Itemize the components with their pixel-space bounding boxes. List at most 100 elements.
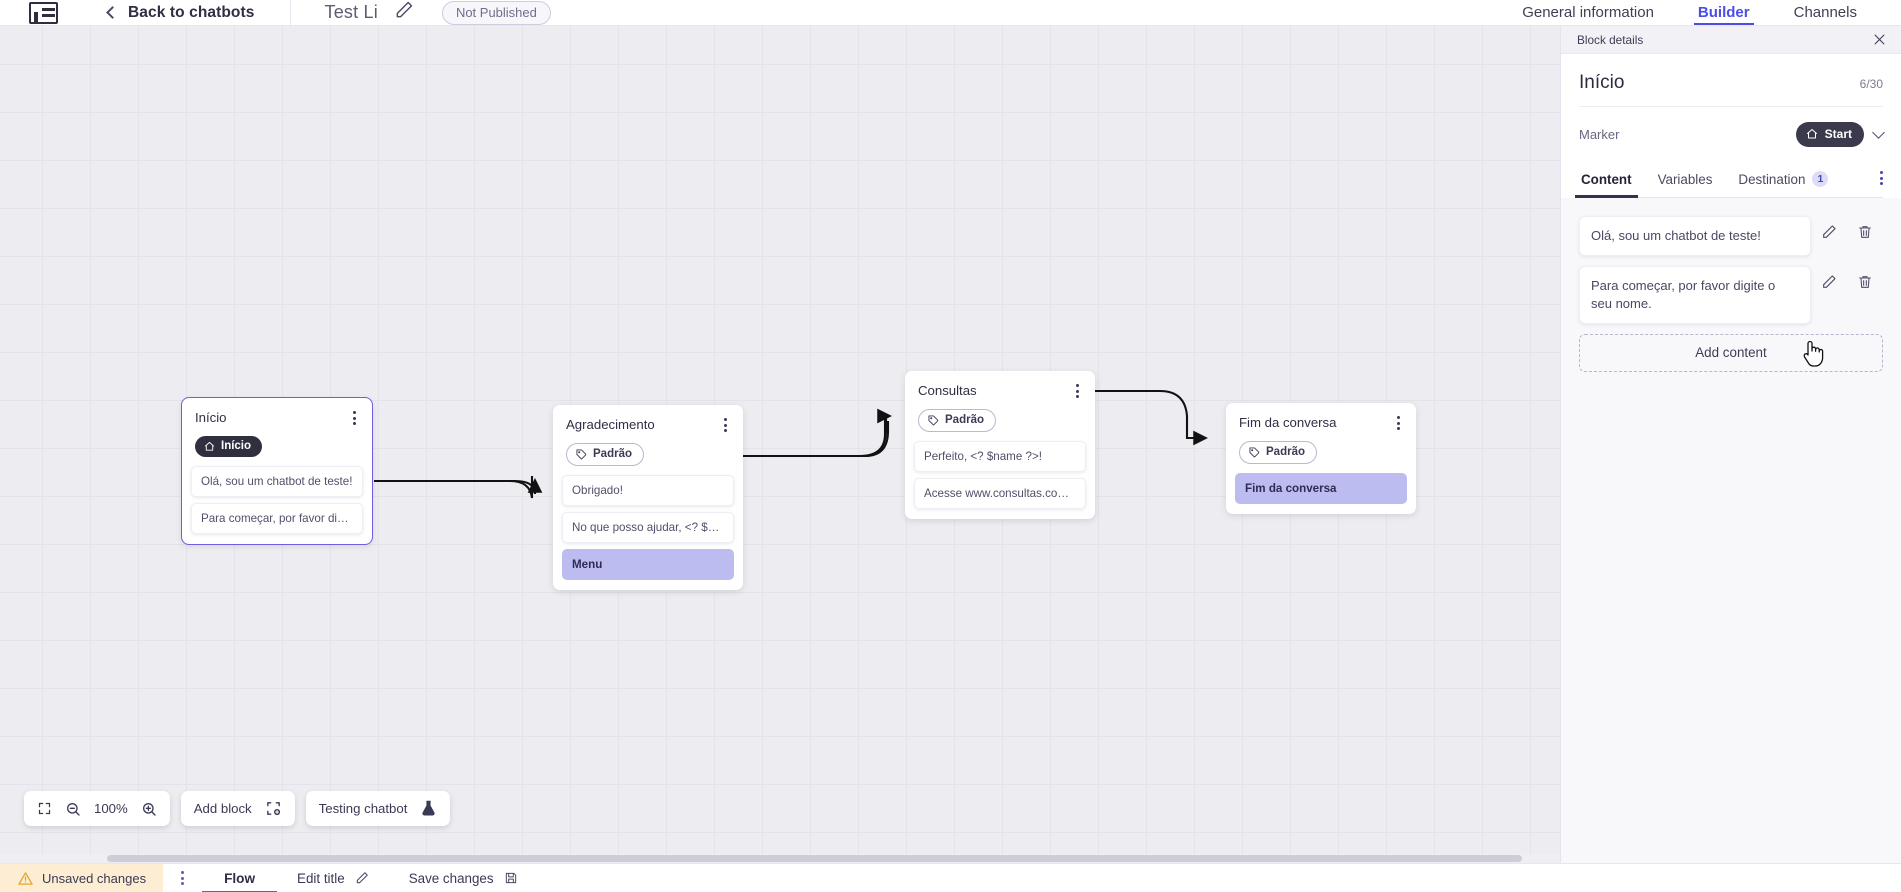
tab-content[interactable]: Content [1575, 162, 1638, 198]
content-list-item: Olá, sou um chatbot de teste! [1579, 216, 1883, 256]
pencil-icon [356, 872, 368, 884]
node-title: Fim da conversa [1239, 415, 1337, 430]
node-menu-icon[interactable] [721, 416, 730, 434]
unsaved-changes-indicator: Unsaved changes [0, 864, 164, 892]
chevron-left-icon [106, 5, 119, 19]
close-icon[interactable] [1872, 32, 1887, 47]
node-badge-row: Padrão [566, 443, 730, 466]
status-tab-flow[interactable]: Flow [202, 864, 278, 892]
save-changes-label: Save changes [408, 870, 494, 886]
marker-start-pill[interactable]: Start [1795, 122, 1864, 147]
node-body: Obrigado! No que posso ajudar, <? $name … [553, 475, 743, 590]
top-nav-tabs: General information Builder Channels [1522, 0, 1901, 25]
zoom-level: 100% [94, 801, 128, 816]
node-badge-tag: Padrão [1239, 441, 1317, 464]
scrollbar-thumb[interactable] [107, 855, 1522, 862]
node-title: Consultas [918, 383, 977, 398]
tab-general-information[interactable]: General information [1522, 4, 1654, 21]
flow-edges [374, 389, 1208, 499]
flask-icon [420, 800, 437, 817]
node-content-row-end[interactable]: Fim da conversa [1235, 473, 1407, 504]
node-content-row[interactable]: No que posso ajudar, <? $name ... [562, 512, 734, 543]
tab-content-label: Content [1581, 172, 1632, 187]
flow-canvas[interactable]: Início Início Olá, sou um chatbot de tes… [0, 26, 1560, 863]
node-content-row[interactable]: Olá, sou um chatbot de teste! [191, 466, 363, 497]
panel-body: Início 6/30 Marker Start Content [1561, 54, 1901, 198]
node-badge-start: Início [195, 436, 263, 457]
tab-destination[interactable]: Destination 1 [1736, 161, 1830, 197]
trash-icon[interactable] [1847, 274, 1883, 290]
back-to-chatbots-button[interactable]: Back to chatbots [106, 4, 255, 22]
tab-variables[interactable]: Variables [1656, 162, 1715, 197]
chatbot-logo-icon [28, 1, 58, 24]
zoom-out-icon[interactable] [65, 801, 81, 817]
content-text[interactable]: Olá, sou um chatbot de teste! [1579, 216, 1811, 256]
flow-node-agradecimento[interactable]: Agradecimento Padrão Obrigado! No que po… [553, 405, 743, 590]
marker-label: Marker [1579, 127, 1620, 142]
pencil-icon[interactable] [1811, 224, 1847, 240]
zoom-in-icon[interactable] [141, 801, 157, 817]
page-title: Início [1579, 72, 1625, 93]
zoom-controls: 100% [24, 791, 170, 826]
tab-builder[interactable]: Builder [1693, 0, 1754, 25]
pencil-icon[interactable] [1811, 274, 1847, 290]
node-menu-icon[interactable] [1394, 414, 1403, 432]
node-content-row-menu[interactable]: Menu [562, 549, 734, 580]
testing-chatbot-button[interactable]: Testing chatbot [305, 791, 451, 826]
add-block-icon [265, 800, 282, 817]
tag-icon [576, 448, 587, 460]
marker-selector[interactable]: Start [1795, 122, 1885, 147]
node-badge-row: Padrão [1239, 441, 1403, 464]
panel-tabs: Content Variables Destination 1 [1575, 161, 1883, 198]
tab-destination-badge: 1 [1812, 171, 1829, 187]
node-body: Fim da conversa [1226, 473, 1416, 514]
status-bar-more-vertical-icon[interactable] [163, 864, 202, 892]
node-menu-icon[interactable] [1073, 382, 1082, 400]
panel-tabs-more-vertical-icon[interactable] [1880, 171, 1883, 185]
node-badge-label: Padrão [1266, 446, 1305, 458]
flow-node-consultas[interactable]: Consultas Padrão Perfeito, <? $name ?>! … [905, 371, 1095, 519]
bot-name: Test Li [324, 2, 378, 22]
panel-header: Block details [1561, 26, 1901, 54]
app-logo[interactable] [28, 0, 58, 25]
node-badge-row: Início [195, 436, 359, 457]
canvas-horizontal-scrollbar[interactable] [0, 854, 1560, 863]
chevron-down-icon[interactable] [1872, 126, 1885, 139]
node-menu-icon[interactable] [350, 409, 359, 427]
add-content-button[interactable]: Add content [1579, 333, 1883, 372]
block-details-panel: Block details Início 6/30 Marker Start [1560, 26, 1901, 863]
tag-icon [1249, 446, 1260, 458]
testing-chatbot-label: Testing chatbot [318, 801, 408, 816]
content-text[interactable]: Para começar, por favor digite o seu nom… [1579, 265, 1811, 324]
edit-title-label: Edit title [297, 870, 345, 886]
node-badge-label: Padrão [945, 414, 984, 426]
node-content-row[interactable]: Para começar, por favor digite o ... [191, 503, 363, 534]
content-item-actions [1811, 266, 1883, 290]
node-header: Consultas Padrão [905, 371, 1095, 441]
node-content-row[interactable]: Perfeito, <? $name ?>! [914, 441, 1086, 472]
save-changes-button[interactable]: Save changes [389, 864, 538, 892]
fit-screen-icon[interactable] [37, 801, 52, 816]
top-bar: Back to chatbots Test Li Not Published G… [0, 0, 1901, 26]
node-badge-label: Padrão [593, 448, 632, 460]
node-title: Início [195, 410, 227, 425]
flow-node-inicio[interactable]: Início Início Olá, sou um chatbot de tes… [181, 397, 373, 545]
node-badge-tag: Padrão [918, 409, 996, 432]
marker-value: Start [1824, 127, 1852, 141]
add-block-button[interactable]: Add block [180, 791, 295, 826]
tab-variables-label: Variables [1657, 172, 1713, 187]
node-content-row[interactable]: Obrigado! [562, 475, 734, 506]
node-header: Fim da conversa Padrão [1226, 403, 1416, 473]
tag-icon [928, 414, 939, 426]
node-body: Olá, sou um chatbot de teste! Para começ… [182, 466, 372, 544]
tab-channels[interactable]: Channels [1793, 4, 1857, 21]
node-content-row[interactable]: Acesse www.consultas.com par... [914, 478, 1086, 509]
node-title-row: Consultas [918, 382, 1082, 400]
flow-node-fim-da-conversa[interactable]: Fim da conversa Padrão Fim da conversa [1226, 403, 1416, 514]
node-header: Início Início [182, 398, 372, 466]
trash-icon[interactable] [1847, 224, 1883, 240]
pencil-icon[interactable] [394, 0, 414, 25]
character-count: 6/30 [1859, 77, 1883, 91]
edit-title-button[interactable]: Edit title [277, 864, 389, 892]
